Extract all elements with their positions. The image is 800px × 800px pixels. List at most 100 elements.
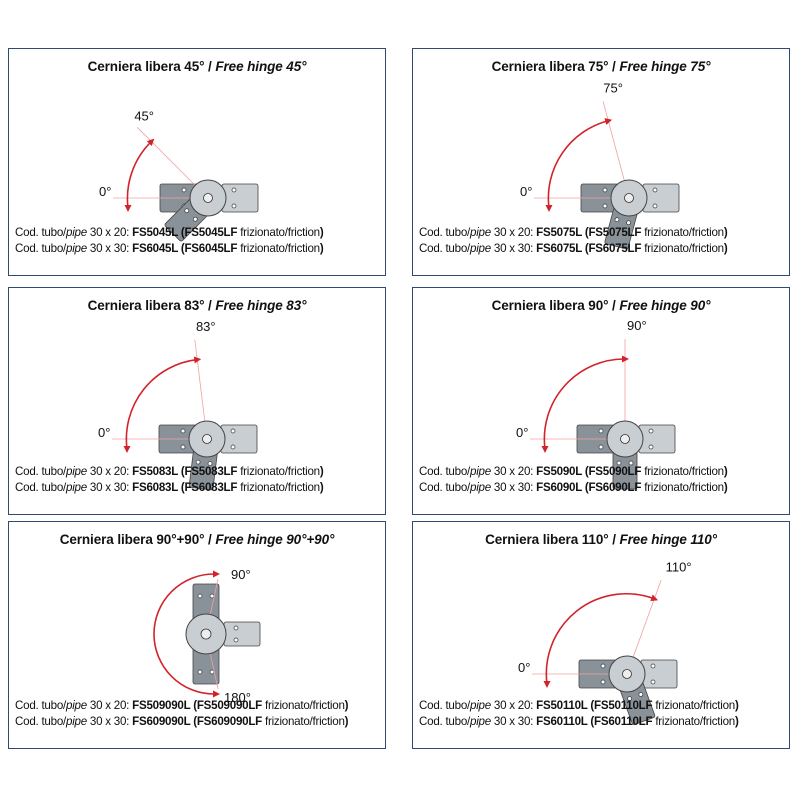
product-codes: Cod. tubo/pipe 30 x 20: FS5090L (FS5090L…	[419, 464, 787, 496]
screw	[233, 625, 239, 631]
screw	[231, 203, 237, 209]
fixed-bracket	[640, 659, 678, 689]
arrow-head	[213, 690, 220, 698]
hinge-drawing: 90° 0°	[516, 318, 676, 490]
code-line: Cod. tubo/pipe 30 x 30: FS6075L (FS6075L…	[419, 242, 728, 255]
screw	[209, 669, 215, 675]
hinge-diagram: 83°0°	[98, 319, 258, 491]
hinge-pin	[200, 628, 212, 640]
code-line: Cod. tubo/pipe 30 x 30: FS60110L (FS6011…	[419, 715, 739, 728]
screw	[652, 203, 658, 209]
screw	[230, 428, 236, 434]
fixed-bracket	[638, 424, 676, 454]
arrow-head	[213, 570, 220, 578]
screw	[652, 187, 658, 193]
screw	[180, 428, 186, 434]
hinge-panel-75: Cerniera libera 75° / Free hinge 75° 75°…	[412, 48, 790, 276]
rotation-arc	[547, 119, 609, 209]
screw	[181, 187, 187, 193]
hinge-drawing: 110°0°	[518, 559, 692, 725]
arrow-head	[541, 446, 549, 453]
hinge-diagram: 90° 0°	[516, 318, 676, 490]
angle-label-start: 180°	[224, 690, 251, 705]
hinge-pin	[203, 193, 213, 203]
hinge-diagram: 110°0°	[518, 559, 692, 725]
product-codes: Cod. tubo/pipe 30 x 20: FS509090L (FS509…	[15, 698, 383, 730]
code-line: Cod. tubo/pipe 30 x 20: FS5083L (FS5083L…	[15, 465, 324, 478]
hinge-diagram: 75°0°	[520, 81, 680, 250]
product-codes: Cod. tubo/pipe 30 x 20: FS5045L (FS5045L…	[15, 225, 383, 257]
panel-title: Cerniera libera 45° / Free hinge 45°	[87, 59, 307, 74]
code-line: Cod. tubo/pipe 30 x 20: FS50110L (FS5011…	[419, 699, 739, 712]
rotating-arm	[604, 206, 638, 250]
screw	[650, 663, 656, 669]
rotation-arc	[125, 358, 198, 450]
panel-title: Cerniera libera 83° / Free hinge 83°	[87, 298, 307, 313]
screw	[230, 444, 236, 450]
angle-label-start: 0°	[99, 184, 111, 199]
angle-label-start: 0°	[520, 184, 532, 199]
arrow-head	[543, 681, 551, 688]
hinge-panel-110: Cerniera libera 110° / Free hinge 110° 1…	[412, 521, 790, 749]
screw	[209, 593, 215, 599]
rotation-arc	[153, 573, 215, 695]
screw	[648, 428, 654, 434]
arrow-head	[146, 138, 155, 147]
screw	[598, 428, 604, 434]
rotation-arc	[126, 140, 152, 209]
screw	[184, 208, 190, 214]
hinge-panel-45: Cerniera libera 45° / Free hinge 45° 45°…	[8, 48, 386, 276]
code-line: Cod. tubo/pipe 30 x 30: FS6090L (FS6090L…	[419, 481, 728, 494]
hinge-panel-83: Cerniera libera 83° / Free hinge 83° 83°…	[8, 287, 386, 515]
arrow-head	[622, 355, 629, 363]
code-line: Cod. tubo/pipe 30 x 30: FS6083L (FS6083L…	[15, 481, 324, 494]
angle-label-start: 0°	[518, 660, 530, 675]
screw	[602, 203, 608, 209]
angle-label-end: 90°	[231, 567, 251, 582]
screw	[180, 444, 186, 450]
angle-label-end: 83°	[196, 319, 216, 334]
screw	[600, 663, 606, 669]
panel-title: Cerniera libera 90°+90° / Free hinge 90°…	[59, 532, 335, 547]
product-codes: Cod. tubo/pipe 30 x 20: FS5083L (FS5083L…	[15, 464, 383, 496]
code-line: Cod. tubo/pipe 30 x 30: FS609090L (FS609…	[15, 715, 349, 728]
screw	[233, 637, 239, 643]
screw	[195, 459, 201, 465]
screw	[626, 220, 631, 226]
panel-title: Cerniera libera 110° / Free hinge 110°	[485, 532, 717, 547]
fixed-bracket	[642, 183, 680, 213]
hinge-drawing: 75°0°	[520, 81, 680, 250]
hinge-diagram: 90° 180°	[153, 567, 261, 705]
rotating-arm	[612, 450, 638, 490]
screw	[628, 460, 634, 466]
screw	[192, 216, 198, 222]
panel-title: Cerniera libera 90° / Free hinge 90°	[491, 298, 711, 313]
arrow-head	[604, 118, 613, 125]
hinge-pin	[622, 669, 632, 679]
code-line: Cod. tubo/pipe 30 x 20: FS5090L (FS5090L…	[419, 465, 728, 478]
angle-label-start: 0°	[516, 425, 528, 440]
arrow-head	[124, 205, 132, 212]
arrow-head	[650, 594, 659, 602]
arrow-head	[193, 356, 202, 364]
rotating-arm	[619, 681, 656, 725]
arrow-head	[545, 205, 553, 212]
screw	[602, 187, 608, 193]
screw	[600, 679, 606, 685]
arrow-head	[123, 446, 131, 453]
screw	[197, 593, 203, 599]
hinge-drawing: 83°0°	[98, 319, 258, 491]
screw	[650, 679, 656, 685]
hinge-pin	[624, 193, 634, 203]
product-codes: Cod. tubo/pipe 30 x 20: FS50110L (FS5011…	[419, 698, 787, 730]
screw	[648, 444, 654, 450]
angle-label-end: 45°	[134, 108, 154, 123]
hinge-drawing: 90° 180°	[153, 567, 261, 705]
code-line: Cod. tubo/pipe 30 x 30: FS6045L (FS6045L…	[15, 242, 324, 255]
screw	[616, 460, 622, 466]
screw	[598, 444, 604, 450]
code-line: Cod. tubo/pipe 30 x 20: FS5075L (FS5075L…	[419, 226, 728, 239]
angle-label-end: 90°	[627, 318, 647, 333]
hinge-pin	[202, 434, 212, 444]
hinge-panel-90: Cerniera libera 90° / Free hinge 90° 90°…	[412, 287, 790, 515]
